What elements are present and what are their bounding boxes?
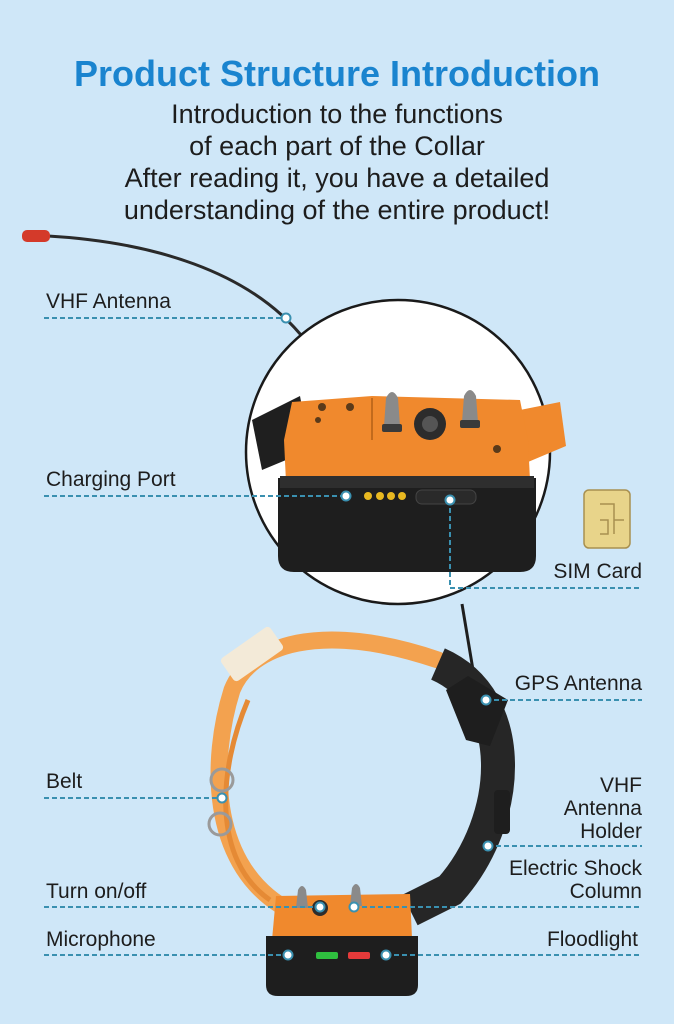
callout-dot	[348, 901, 360, 913]
subtitle-line: understanding of the entire product!	[123, 195, 551, 225]
label-vhf-antenna: VHF Antenna	[46, 290, 171, 313]
belt-buckle	[207, 811, 233, 837]
zoom-shock-column	[384, 392, 400, 426]
label-line: Antenna	[563, 797, 642, 820]
belt-tag	[220, 626, 284, 682]
label-belt: Belt	[46, 770, 83, 793]
page-title: Product Structure Introduction	[74, 53, 600, 94]
label-floodlight: Floodlight	[546, 928, 638, 951]
callout-dot	[340, 490, 352, 502]
callout-dot	[380, 949, 392, 961]
subtitle-line: After reading it, you have a detailed	[124, 163, 550, 193]
vhf-antenna-tip	[22, 230, 50, 242]
callout-dot	[482, 840, 494, 852]
device-top	[272, 894, 412, 940]
device-shock-column	[296, 886, 308, 908]
led-green	[316, 952, 338, 959]
gps-antenna-wire	[460, 603, 476, 677]
device-body	[266, 936, 418, 996]
vhf-antenna-wire	[47, 234, 307, 341]
label-charging-port: Charging Port	[46, 468, 176, 491]
label-electric-shock-column: Electric Shock Column	[509, 857, 642, 903]
sim-card-icon	[583, 489, 631, 549]
label-turn-on-off: Turn on/off	[46, 880, 147, 903]
callout-dot	[314, 901, 326, 913]
label-line: VHF	[600, 774, 642, 797]
label-gps-antenna: GPS Antenna	[514, 672, 642, 695]
led-red	[348, 952, 370, 959]
label-line: Electric Shock	[508, 857, 642, 880]
zoom-shock-column	[462, 390, 478, 422]
label-microphone: Microphone	[46, 928, 156, 951]
callout-dot	[280, 312, 292, 324]
label-sim-card: SIM Card	[553, 560, 642, 583]
label-line: Column	[569, 880, 642, 903]
subtitle-line: Introduction to the functions	[171, 99, 503, 129]
label-line: Holder	[580, 820, 642, 843]
belt-buckle	[209, 767, 235, 793]
subtitle-line: of each part of the Collar	[189, 131, 485, 161]
zoom-device-body	[278, 478, 536, 572]
leader-sim-card	[449, 500, 642, 589]
callout-dot	[282, 949, 294, 961]
callout-dot	[216, 792, 228, 804]
callout-dot	[444, 494, 456, 506]
label-vhf-antenna-holder: VHF Antenna Holder	[564, 774, 642, 843]
belt-strap	[210, 631, 447, 914]
device-shock-column	[350, 884, 362, 906]
callout-dot	[480, 694, 492, 706]
zoom-strap-right	[520, 402, 566, 462]
subtitle: Introduction to the functions of each pa…	[0, 98, 674, 226]
